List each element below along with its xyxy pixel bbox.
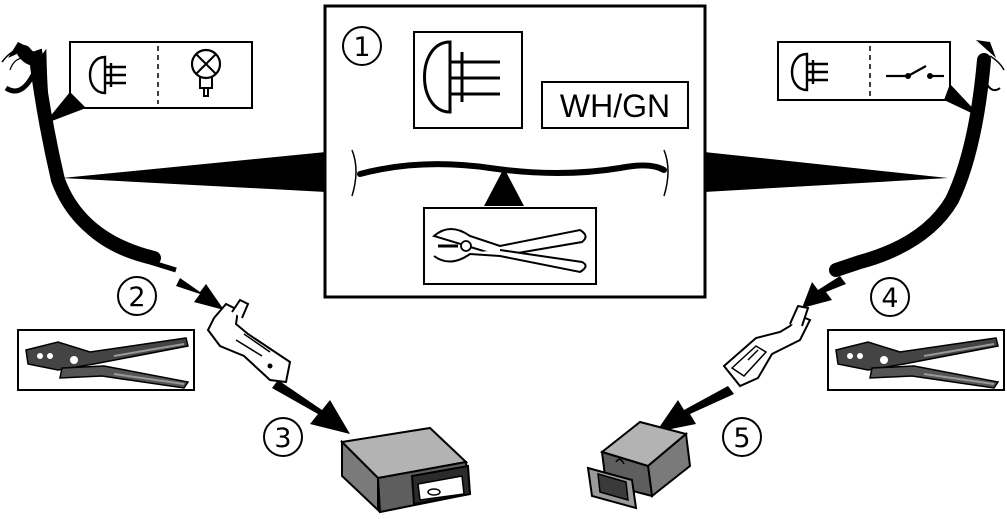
crimping-pliers-icon	[827, 329, 1005, 391]
step-5-badge: 5	[722, 417, 762, 457]
step-4-number: 4	[881, 283, 898, 314]
cut-point-arrow	[484, 168, 524, 206]
female-receptacle-terminal-icon	[722, 304, 812, 388]
right-circuit-label	[777, 41, 982, 118]
female-connector-housing-icon	[586, 420, 692, 510]
step-3-badge: 3	[263, 417, 303, 457]
fog-light-icon	[423, 40, 500, 114]
step-1-badge: 1	[342, 26, 382, 66]
male-blade-terminal-icon	[206, 298, 292, 384]
switch-icon	[886, 65, 944, 79]
cut-wire	[351, 149, 669, 197]
arrow-to-receptacle	[802, 276, 846, 308]
left-pointer-wedge	[62, 152, 326, 192]
step-5-number: 5	[733, 423, 750, 454]
right-harness-wire	[829, 40, 1005, 277]
arrow-receptacle-to-housing	[656, 386, 734, 432]
step-3-number: 3	[274, 423, 291, 454]
left-harness-wire	[1, 42, 177, 273]
bulb-icon	[190, 48, 222, 97]
left-circuit-label	[44, 41, 253, 124]
side-cutter-pliers-icon	[423, 207, 597, 285]
cut-wire-panel: 1 WH/GN	[323, 4, 707, 299]
step-1-number: 1	[353, 32, 370, 63]
step-2-number: 2	[128, 282, 145, 313]
arrow-to-terminal	[176, 278, 224, 310]
wire-color-label: WH/GN	[560, 88, 670, 124]
male-connector-housing-icon	[339, 426, 472, 514]
arrow-terminal-to-housing	[272, 380, 350, 434]
step-2-badge: 2	[117, 276, 157, 316]
step-4-badge: 4	[870, 277, 910, 317]
right-pointer-wedge	[704, 152, 948, 192]
crimping-pliers-icon	[17, 329, 195, 391]
